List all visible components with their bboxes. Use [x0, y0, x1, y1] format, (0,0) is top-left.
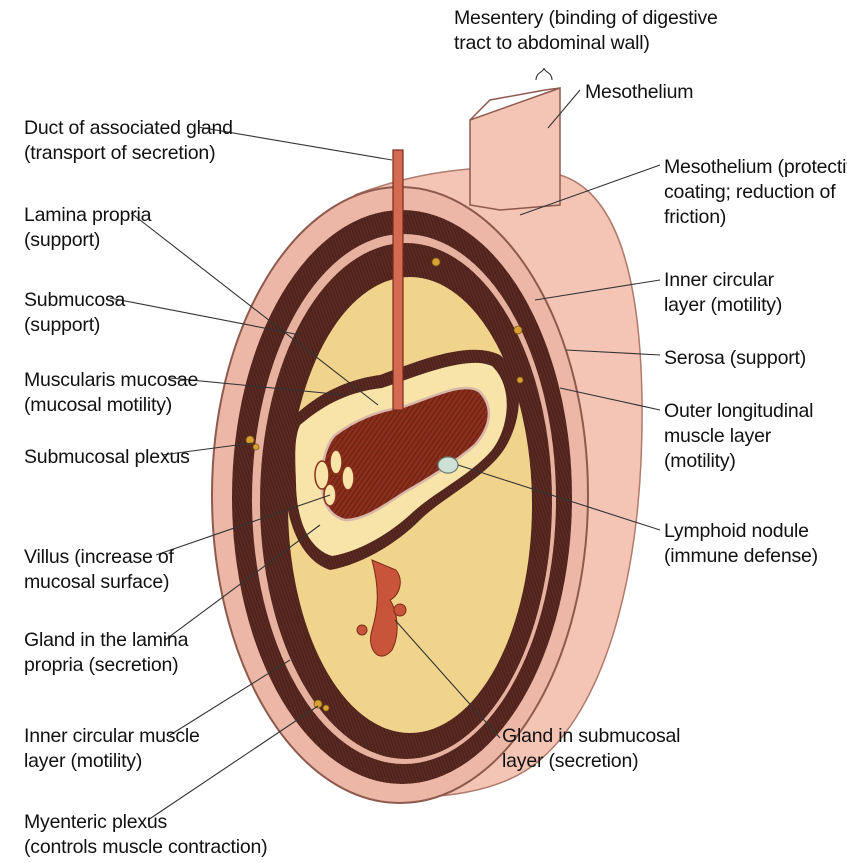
- label-submucosa: Submucosa (support): [24, 288, 125, 338]
- label-villus: Villus (increase of mucosal surface): [24, 545, 174, 595]
- label-inner-circular-right: Inner circular layer (motility): [664, 268, 782, 318]
- label-submucosal-plexus: Submucosal plexus: [24, 445, 190, 470]
- lymphoid-nodule-mark: [438, 457, 458, 473]
- label-mesothelium-top: Mesothelium: [585, 80, 693, 105]
- gland-duct: [393, 150, 403, 410]
- label-myenteric: Myenteric plexus (controls muscle contra…: [24, 810, 267, 860]
- label-muscularis-mucosae: Muscularis mucosae (mucosal motility): [24, 368, 198, 418]
- label-mesothelium-right: Mesothelium (protective coating; reducti…: [664, 155, 847, 230]
- label-duct: Duct of associated gland (transport of s…: [24, 116, 233, 166]
- label-inner-circular-left: Inner circular muscle layer (motility): [24, 724, 200, 774]
- label-mesentery: Mesentery (binding of digestive tract to…: [454, 6, 718, 56]
- label-serosa: Serosa (support): [664, 346, 806, 371]
- label-gland-submucosal: Gland in submucosal layer (secretion): [502, 724, 680, 774]
- label-lamina-propria: Lamina propria (support): [24, 203, 151, 253]
- label-outer-longitudinal: Outer longitudinal muscle layer (motilit…: [664, 399, 813, 474]
- label-gland-lamina: Gland in the lamina propria (secretion): [24, 628, 188, 678]
- label-lymphoid-nodule: Lymphoid nodule (immune defense): [664, 519, 818, 569]
